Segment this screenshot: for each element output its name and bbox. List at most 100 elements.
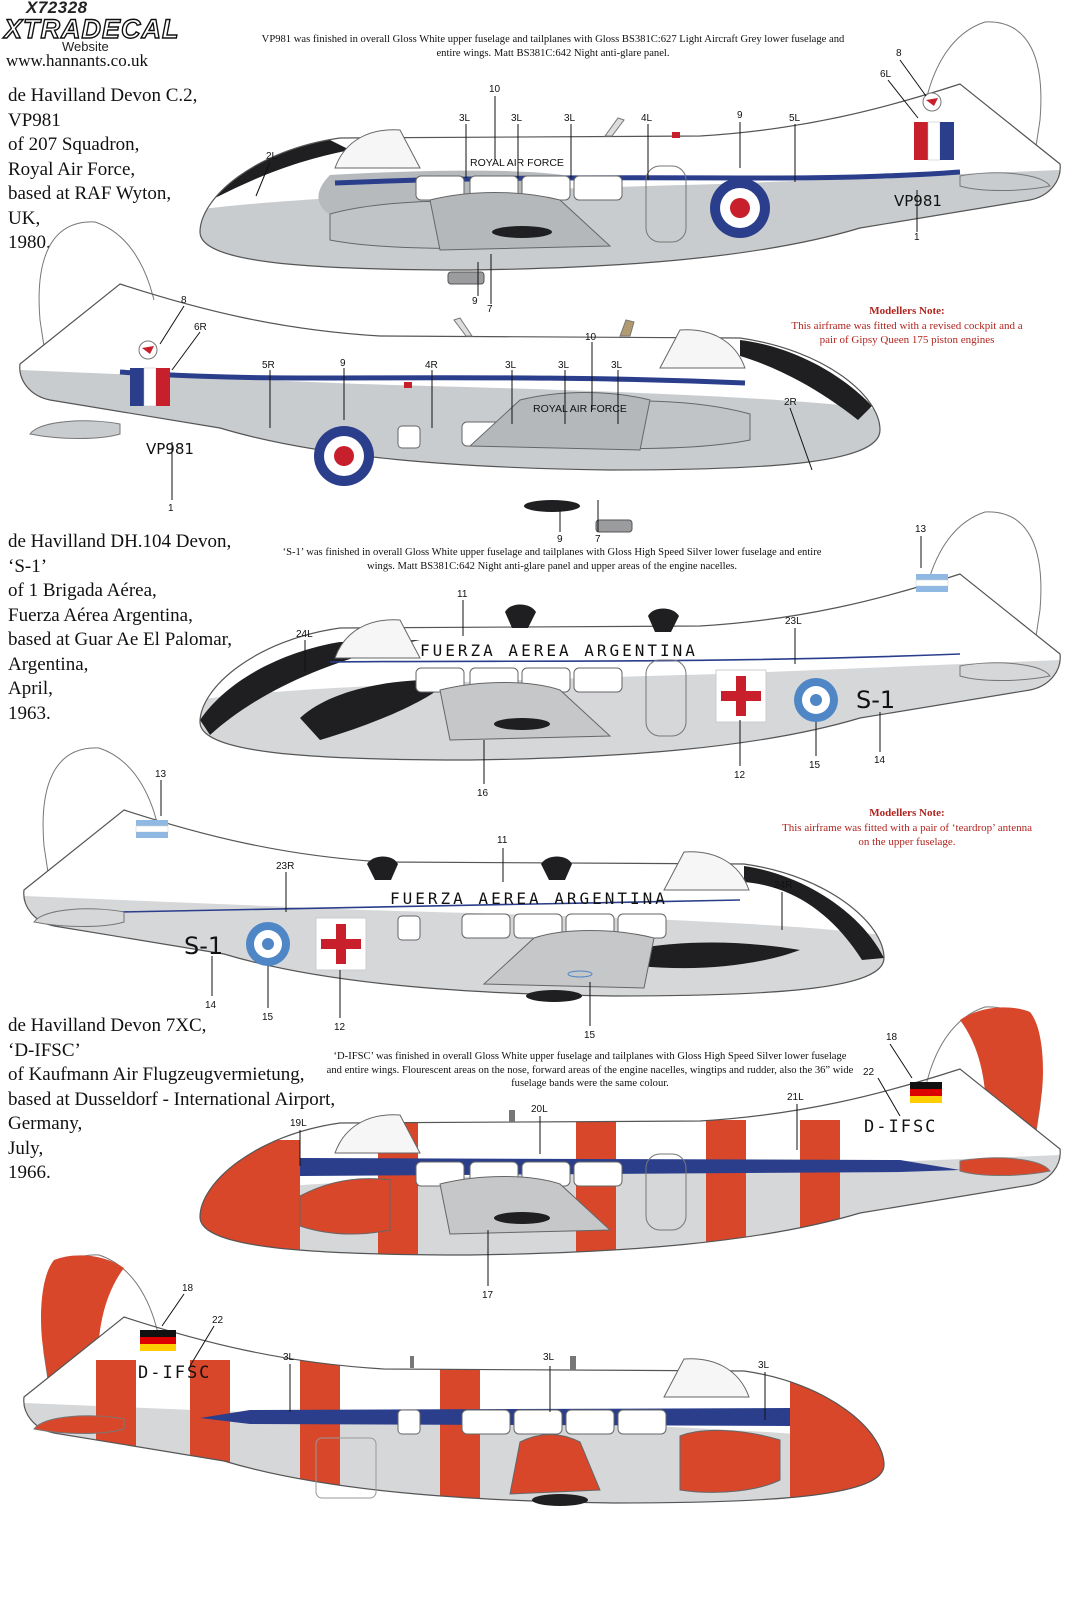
callout-number: 19L [290,1118,307,1129]
brand-logo: XTRADECAL [3,14,180,44]
callout-number: 3L [283,1352,295,1363]
callouts-s1-right [160,780,783,1026]
callout-number: 3L [543,1352,555,1363]
roundel-text: ROYAL AIR FORCE [533,403,627,415]
desc-line: of Kaufmann Air Flugzeugvermietung, [8,1064,305,1085]
callout-number: 14 [874,755,886,766]
callout-number: 12 [734,770,746,781]
callout-number: 3L [611,360,623,371]
desc-line: Fuerza Aérea Argentina, [8,604,193,626]
aircraft-serial: VP981 [894,192,942,210]
callout-number: 22 [863,1067,875,1078]
scheme2-description: de Havilland DH.104 Devon, ‘S-1’ of 1 Br… [8,530,232,726]
scheme1-description: de Havilland Devon C.2, VP981 of 207 Squ… [8,84,197,256]
desc-line: UK, [8,207,41,229]
vp981-left-profile: ROYAL AIR FORCE VP981 10 3L 3L 3L 4L 9 5… [199,21,1061,315]
callout-number: 3L [511,113,523,124]
callout-number: 4R [425,360,438,371]
modellers-note-body: This airframe was fitted with a revised … [791,319,1023,347]
modellers-note-heading: Modellers Note: [869,305,945,317]
callout-number: 3L [564,113,576,124]
desc-line: de Havilland Devon 7XC, [8,1015,207,1036]
desc-line: 1980. [8,232,51,253]
aircraft-serial: S-1 [856,686,895,714]
desc-line: based at RAF Wyton, [8,183,172,204]
callout-number: 9 [737,110,743,121]
callout-number: 7 [595,534,601,545]
callout-number: 9 [557,534,563,545]
callout-number: 15 [262,1012,274,1023]
s1-left-profile: FUERZA AEREA ARGENTINA S-1 13 11 24L 23L… [199,511,1061,799]
callout-number: 10 [585,332,597,343]
scheme3-finish-note: ‘D-IFSC’ was finished in overall Gloss W… [326,1051,854,1089]
callout-number: 3L [505,360,517,371]
callout-number: 17 [482,1290,494,1301]
callout-number: 20L [531,1104,548,1115]
callouts-difsc-left [299,1043,913,1286]
scheme1-modellers-note: Modellers Note: This airframe was fitted… [782,304,1032,348]
callout-number: 2L [266,151,278,162]
callout-number: 13 [915,524,927,535]
scheme2-modellers-note: Modellers Note: This airframe was fitted… [782,806,1032,850]
callout-number: 3L [459,113,471,124]
callout-number: 3L [758,1360,770,1371]
callout-number: 9 [340,358,346,369]
callout-number: 7 [487,304,493,315]
callout-number: 1 [914,232,920,243]
desc-line: of 1 Brigada Aérea, [8,580,157,601]
modellers-note-heading: Modellers Note: [869,807,945,819]
callout-number: 5L [789,113,801,124]
desc-line: of 207 Squadron, [8,134,140,155]
callout-number: 15 [584,1030,596,1041]
desc-line: ‘S-1’ [8,555,48,577]
desc-line: based at Dusseldorf - International Airp… [8,1088,336,1110]
callout-labels-difsc-right: 18 22 3L 3L 3L [182,1283,770,1371]
s1-right-profile: FUERZA AEREA ARGENTINA S-1 13 11 23R 24R… [23,747,885,1041]
callout-number: 18 [886,1032,898,1043]
callout-labels-difsc-left: 18 22 20L 21L 19L 17 [290,1032,898,1301]
callout-labels-vp981-right: 8 6R 10 5R 9 4R 3L 3L 3L 2R 1 9 7 [168,295,797,545]
aircraft-registration: D-IFSC [864,1117,937,1137]
callouts-vp981-right [159,305,813,532]
callout-number: 22 [212,1315,224,1326]
callout-number: 12 [334,1022,346,1033]
fuselage-titles: FUERZA AEREA ARGENTINA [390,889,668,908]
callout-number: 8 [181,295,187,306]
scheme2-finish-note: ‘S-1’ was finished in overall Gloss Whit… [282,547,822,572]
callout-number: 24R [774,880,792,891]
desc-line: April, [8,678,53,699]
desc-line: July, [8,1137,44,1159]
callouts-difsc-right [161,1293,766,1420]
callouts-vp981-left [255,59,927,304]
callout-number: 16 [477,788,489,799]
desc-line: de Havilland Devon C.2, [8,85,198,106]
scheme1-finish-note: VP981 was finished in overall Gloss Whit… [261,34,845,59]
desc-line: ‘D-IFSC’ [8,1039,81,1061]
difsc-right-profile: D-IFSC 18 22 3L 3L 3L [23,1254,885,1506]
callout-number: 6L [880,69,892,80]
callout-labels-s1-right: 13 11 23R 24R 14 15 12 15 [155,769,792,1041]
roundel-text: ROYAL AIR FORCE [470,157,564,169]
difsc-left-profile: D-IFSC 18 22 20L 21L 19L 17 [199,1006,1061,1301]
scheme3-description: de Havilland Devon 7XC, ‘D-IFSC’ of Kauf… [8,1014,335,1186]
callout-number: 18 [182,1283,194,1294]
callout-number: 21L [787,1092,804,1103]
desc-line: based at Guar Ae El Palomar, [8,629,233,650]
callout-number: 10 [489,84,501,95]
callout-number: 1 [168,503,174,514]
desc-line: 1963. [8,702,51,724]
callout-number: 23R [276,861,294,872]
callout-number: 15 [809,760,821,771]
callout-number: 11 [497,835,508,846]
callout-number: 9 [472,296,478,307]
website-url[interactable]: www.hannants.co.uk [6,51,148,70]
aircraft-serial: S-1 [184,932,223,960]
callout-number: 5R [262,360,275,371]
callout-number: 13 [155,769,167,780]
aircraft-registration: D-IFSC [138,1363,211,1383]
desc-line: de Havilland DH.104 Devon, [8,531,232,552]
aircraft-serial: VP981 [146,440,194,458]
callouts-s1-left [304,536,922,784]
callout-number: 24L [296,629,313,640]
